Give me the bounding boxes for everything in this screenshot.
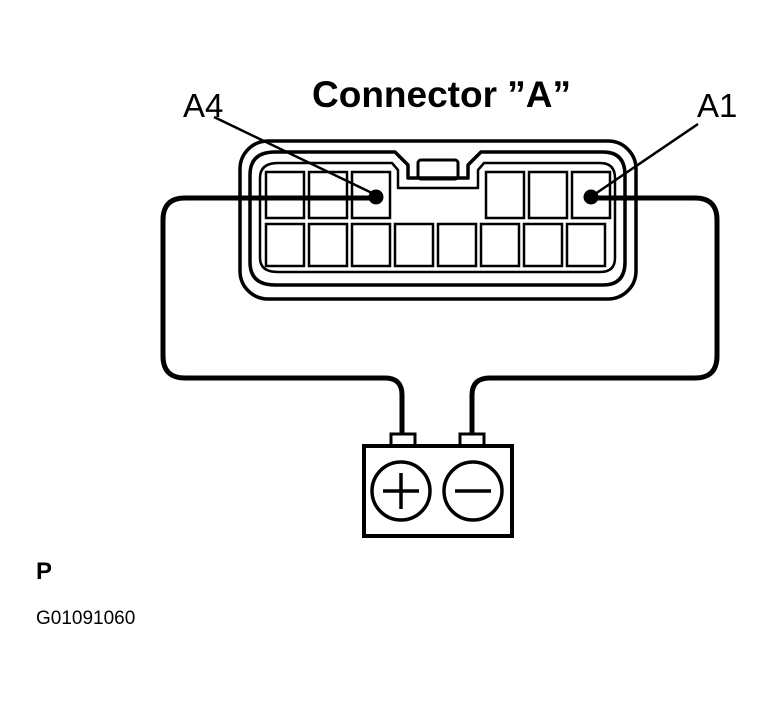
pin-label-a1: A1	[697, 87, 738, 124]
a1-leader-line	[594, 122, 699, 196]
pin-a4-probe-point	[368, 189, 384, 205]
diagram-code: P	[36, 558, 53, 585]
connector-a-housing	[238, 139, 638, 301]
wire-a1-to-negative	[469, 195, 720, 436]
minus-icon	[442, 460, 504, 522]
upper-pin-cavities	[264, 170, 612, 220]
lower-pin-cavities	[264, 222, 607, 268]
connector-title: Connector ”A”	[312, 74, 571, 115]
battery	[362, 432, 514, 538]
plus-icon	[370, 460, 432, 522]
wire-a4-to-positive	[160, 195, 405, 436]
a4-leader-line	[213, 115, 373, 195]
pin-label-a4: A4	[183, 87, 224, 124]
figure-reference: G01091060	[36, 608, 136, 629]
